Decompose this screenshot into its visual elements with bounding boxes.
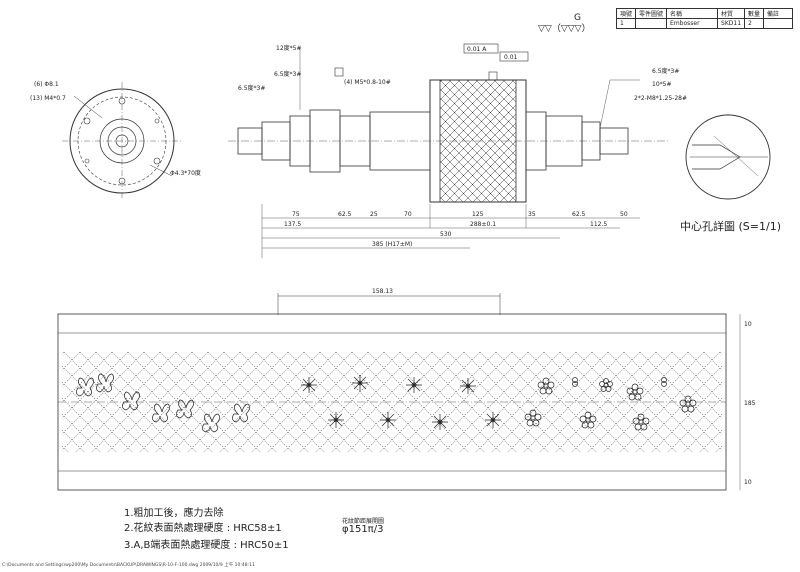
shaft-dim-bottom: 288±0.1 [470,221,496,228]
shaft-dim-bottom: 35 [528,211,536,218]
pattern-edge-dim: 10 [744,321,752,328]
end-view-thread-dim: (13) M4*0.7 [30,95,66,102]
shaft-dim-top: 6.5度*3# [238,84,265,92]
shaft-dim-bottom: 385 (H17±M) [372,241,412,248]
shaft-dim-top: 2*2-M8*1.25-28# [634,95,687,102]
shaft-dim-bottom: 75 [292,211,300,218]
pattern-length-dim: 158.13 [372,288,393,295]
shaft-dim-bottom: 70 [404,211,412,218]
center-hole-detail [685,114,771,200]
shaft-dim-bottom: 25 [370,211,378,218]
shaft-dim-bottom: 125 [472,211,484,218]
file-path-footer: C:\Documents and Settings\wp200\My Docum… [2,563,255,568]
shaft-dim-top: 6.5度*3# [652,67,679,75]
pitch-value: φ151π/3 [342,524,384,535]
surface-finish-symbols: ▽▽（▽▽▽） [538,23,591,34]
pattern-height-dim: 185 [744,400,756,407]
butterfly-icon [76,373,250,433]
geometric-tolerance: 0.01 [504,54,518,61]
note-stress-relief: 1.粗加工後，應力去除 [124,508,224,519]
shaft-dim-top: 12度*5# [276,44,301,52]
daisy-icon [301,375,501,430]
title-cell-remark [763,18,794,29]
shaft-dim-bottom: 112.5 [590,221,607,228]
pitch-label: 花紋節距展開圖 [342,518,385,525]
shaft-dim-top: 10*5# [652,81,671,88]
geometric-tolerance-a: 0.01 A [467,46,487,53]
end-view-bolt-dim: Φ4.3*70度 [170,169,201,177]
shaft-dim-top: 6.5度*3# [274,70,301,78]
surface-symbol-g: G [574,13,581,23]
end-view [62,82,182,200]
title-block: 項號 零件圖號 名稱 材質 數量 備註 1 Embosser SKD11 2 [615,8,794,29]
shaft-dim-top: (4) M5*0.8-10# [344,79,391,86]
shaft-dim-bottom: 530 [440,231,452,238]
note-pattern-hardness: 2.花紋表面熱處理硬度 : HRC58±1 [124,523,282,534]
end-view-hole-dim: (6) Φ8.1 [34,81,59,88]
shaft-dim-bottom: 137.5 [284,221,301,228]
shaft-dim-bottom: 62.5 [572,211,586,218]
shaft-side-view [228,43,668,258]
title-cell-item: 1 [615,18,637,29]
plum-blossom-icon [524,377,697,431]
title-cell-qty: 2 [744,18,765,29]
note-end-hardness: 3.A,B端表面熱處理硬度 : HRC50±1 [124,540,289,551]
pattern-development: 158.13 185 10 10 [57,288,756,491]
center-hole-title: 中心孔詳圖 (S=1/1) [680,219,781,233]
title-cell-drawing-no [635,18,668,29]
pattern-edge-dim: 10 [744,479,752,486]
shaft-dim-bottom: 50 [620,211,628,218]
shaft-dim-bottom: 62.5 [338,211,352,218]
